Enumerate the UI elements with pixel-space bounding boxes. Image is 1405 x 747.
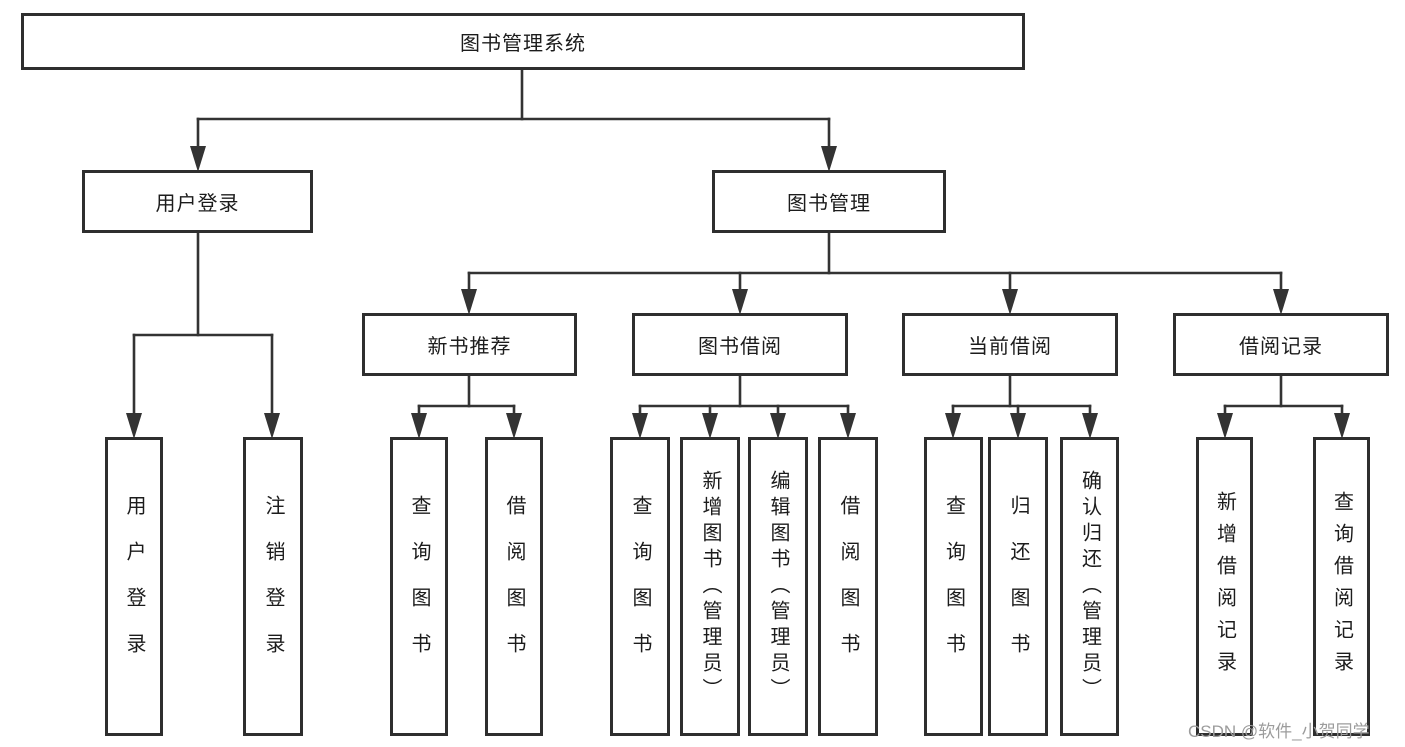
node-user-login: 用户登录: [82, 170, 313, 233]
leaf-recommend-borrow-book: 借阅图书: [485, 437, 543, 736]
leaf-current-query-book: 查询图书: [924, 437, 983, 736]
leaf-borrowing-add-book-admin: 新增图书（管理员）: [680, 437, 740, 736]
node-current-borrowing: 当前借阅: [902, 313, 1118, 376]
leaf-borrowing-query-book: 查询图书: [610, 437, 670, 736]
node-new-book-recommend: 新书推荐: [362, 313, 577, 376]
leaf-user-login: 用户登录: [105, 437, 163, 736]
leaf-borrowing-borrow-book: 借阅图书: [818, 437, 878, 736]
node-book-management: 图书管理: [712, 170, 946, 233]
leaf-current-return-book: 归还图书: [988, 437, 1048, 736]
leaf-current-confirm-return-admin: 确认归还（管理员）: [1060, 437, 1119, 736]
leaf-recommend-query-book: 查询图书: [390, 437, 448, 736]
leaf-borrowing-edit-book-admin: 编辑图书（管理员）: [748, 437, 808, 736]
node-library-system: 图书管理系统: [21, 13, 1025, 70]
node-book-borrowing: 图书借阅: [632, 313, 848, 376]
leaf-logout-login: 注销登录: [243, 437, 303, 736]
leaf-records-query-record: 查询借阅记录: [1313, 437, 1370, 736]
leaf-records-add-record: 新增借阅记录: [1196, 437, 1253, 736]
node-borrowing-records: 借阅记录: [1173, 313, 1389, 376]
watermark-text: CSDN @软件_小贺同学: [1188, 722, 1370, 741]
